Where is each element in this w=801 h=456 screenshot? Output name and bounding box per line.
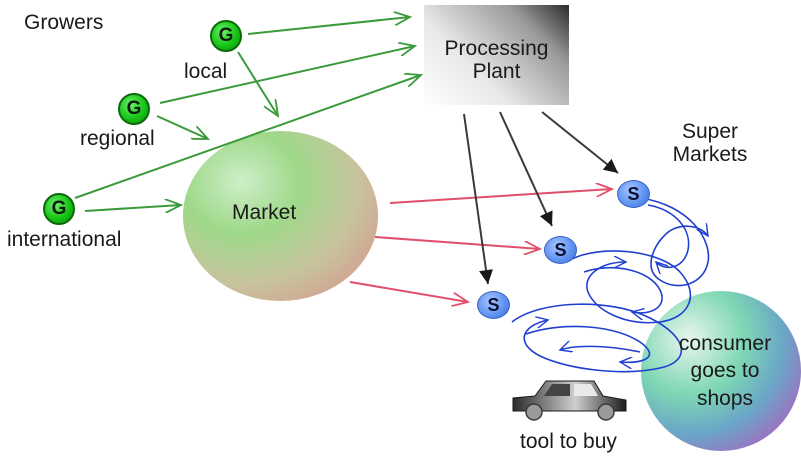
arrow-market-to-shop-mid <box>374 236 540 249</box>
loop-upper-inner <box>647 204 690 267</box>
grower-local-node: G <box>210 20 242 52</box>
loop-middle <box>569 250 692 324</box>
shop-node-low: S <box>477 291 510 319</box>
loop-middle-inner <box>583 266 663 313</box>
regional-label: regional <box>80 127 155 150</box>
arrow-plant-to-shop-low <box>463 113 493 285</box>
consumer-line2: goes to <box>690 359 760 383</box>
consumer-shopping-loops <box>511 197 710 373</box>
grower-international-node: G <box>43 193 75 225</box>
super-markets-line1: Super <box>681 120 739 143</box>
arrow-plant-to-shop-mid <box>499 111 553 227</box>
super-markets-label: Super Markets <box>665 120 755 166</box>
processing-plant-label: Processing Plant <box>424 37 569 83</box>
grower-regional-node: G <box>118 93 150 125</box>
tool-to-buy-label: tool to buy <box>520 430 617 453</box>
shop-node-top: S <box>617 180 650 208</box>
market-ellipse <box>183 131 378 301</box>
arrow-regional-to-market <box>156 115 208 139</box>
consumer-line1: consumer <box>678 332 772 355</box>
arrow-local-to-plant <box>247 17 410 35</box>
growers-title: Growers <box>24 11 104 34</box>
local-label: local <box>184 60 228 83</box>
arrow-international-to-plant <box>74 75 421 199</box>
loop-upper <box>639 197 710 287</box>
consumer-label: consumer goes to shops <box>660 330 790 412</box>
arrow-international-to-market <box>84 205 181 211</box>
car-icon <box>512 380 627 421</box>
loop-lower <box>511 303 683 373</box>
international-label: international <box>7 228 122 251</box>
market-label: Market <box>232 201 297 224</box>
arrow-market-to-shop-low <box>349 281 468 302</box>
arrow-regional-to-plant <box>159 46 415 104</box>
arrow-market-to-shop-top <box>389 189 612 204</box>
loop-return <box>560 346 641 353</box>
super-markets-line2: Markets <box>672 143 748 167</box>
processing-plant-line1: Processing <box>444 37 549 60</box>
shop-node-mid: S <box>544 236 577 264</box>
processing-plant-line2: Plant <box>472 60 521 84</box>
processing-plant-box <box>424 5 569 105</box>
consumer-line3: shops <box>696 386 754 410</box>
consumer-circle <box>641 291 801 451</box>
arrow-plant-to-shop-top <box>541 111 619 174</box>
arrow-local-to-market <box>237 51 278 116</box>
loop-lower-inner <box>525 325 651 362</box>
